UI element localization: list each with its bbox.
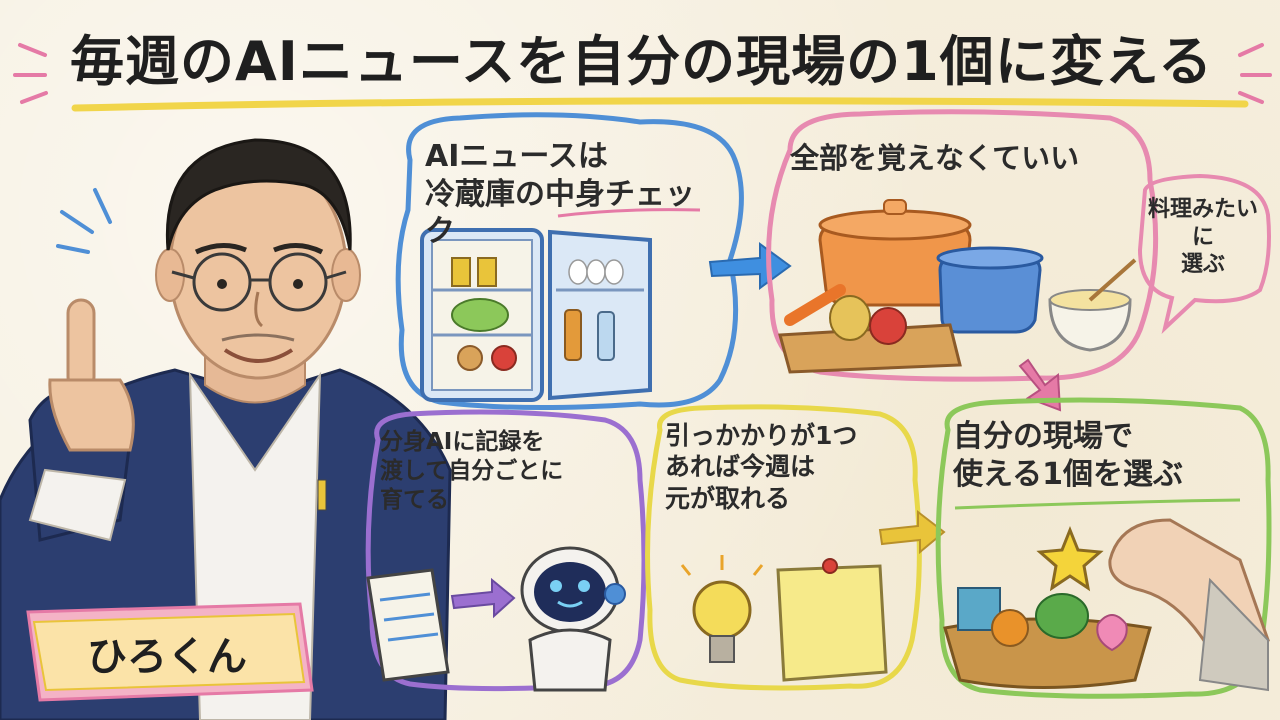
title-underline bbox=[71, 97, 1249, 112]
pot-icon bbox=[818, 199, 1044, 334]
basket-icon bbox=[943, 587, 1152, 689]
pick-one-caption: 自分の現場で 使える1個を選ぶ bbox=[953, 419, 1183, 492]
fridge-panel-border bbox=[395, 112, 744, 411]
not-all-caption: 全部を覚えなくていい bbox=[790, 141, 1080, 175]
whisk-bowl-icon bbox=[1048, 258, 1137, 352]
sticky-note-icon bbox=[776, 558, 888, 682]
fridge-icon bbox=[420, 228, 652, 402]
page-title: 毎週のAIニュースを自分の現場の1個に変える bbox=[70, 30, 1214, 93]
hair bbox=[165, 138, 352, 251]
robot-icon bbox=[520, 546, 626, 692]
hook-caption: 引っかかりが1つ あれば今週は 元が取れる bbox=[665, 421, 858, 513]
star-icon bbox=[1036, 525, 1104, 592]
title-sparkle-right-icon bbox=[1238, 43, 1272, 104]
name-tag: ひろくん bbox=[87, 634, 247, 680]
sparkle-blue-icon bbox=[56, 188, 112, 254]
title-sparkle-left-icon bbox=[13, 43, 48, 104]
arrow-purple-icon bbox=[450, 577, 516, 619]
arrow-yellow-icon bbox=[878, 509, 946, 555]
lightbulb-icon bbox=[680, 555, 764, 663]
notepad-icon bbox=[366, 568, 450, 682]
fridge-caption: AIニュースは 冷蔵庫の中身チェック bbox=[425, 139, 695, 249]
hand-icon bbox=[1108, 518, 1271, 692]
smile bbox=[223, 348, 294, 363]
clone-panel-border bbox=[365, 409, 647, 692]
hook-panel-border bbox=[645, 404, 922, 691]
cooking-bubble-border bbox=[1137, 173, 1271, 334]
cooking-bubble-caption: 料理みたいに 選ぶ bbox=[1147, 197, 1258, 277]
arrow-blue-icon bbox=[708, 242, 792, 290]
clone-ai-caption: 分身AIに記録を 渡して自分ごとに 育てる bbox=[380, 429, 564, 513]
arrow-pink-icon bbox=[1018, 358, 1062, 412]
vegetables-icon bbox=[778, 284, 962, 374]
glasses-icon bbox=[171, 252, 347, 312]
notall-panel-border bbox=[766, 109, 1159, 382]
pointing-hand-icon bbox=[28, 298, 135, 542]
